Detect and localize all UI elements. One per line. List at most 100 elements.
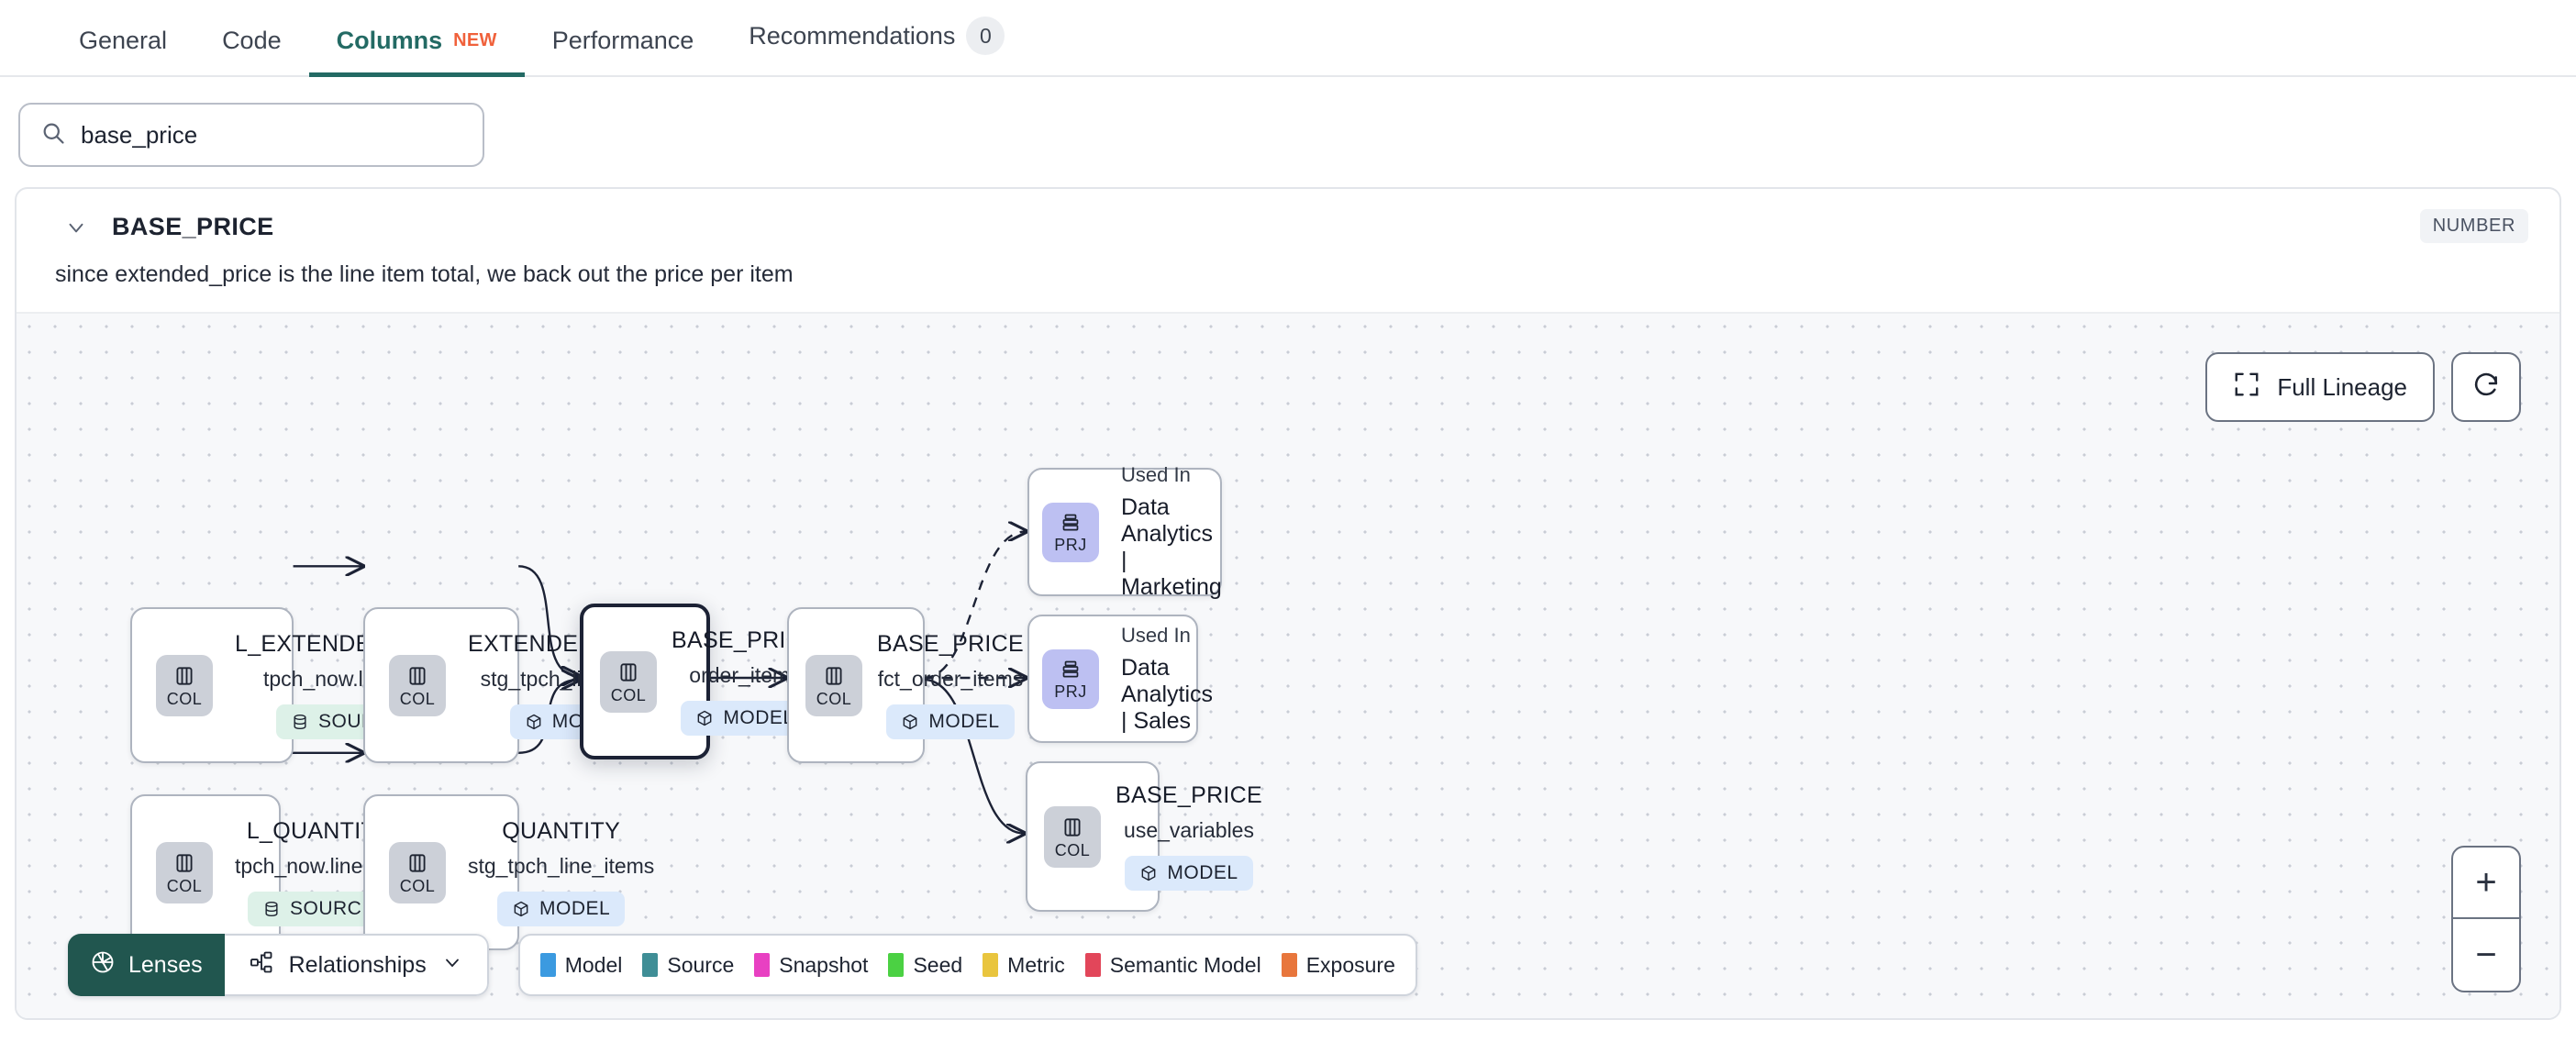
search-icon xyxy=(40,120,66,150)
lineage-node-base-price-fct-order-items[interactable]: COL BASE_PRICE fct_order_items MODEL xyxy=(787,607,1024,763)
relationships-icon xyxy=(249,949,274,981)
column-icon xyxy=(1064,817,1081,837)
legend-item-seed: Seed xyxy=(888,953,962,978)
recommendations-count: 0 xyxy=(966,17,1005,55)
node-kind: PRJ xyxy=(1054,682,1087,701)
used-in-label: Used In xyxy=(1121,623,1191,647)
expand-icon xyxy=(2233,371,2260,405)
legend-item-model: Model xyxy=(539,953,622,978)
refresh-button[interactable] xyxy=(2451,352,2521,422)
node-subtitle: order_items xyxy=(689,663,801,687)
tab-label: Columns xyxy=(336,27,443,54)
refresh-icon xyxy=(2471,371,2501,405)
lineage-node-base-price-order-items[interactable]: COL BASE_PRICE order_items MODEL xyxy=(580,604,818,759)
full-lineage-label: Full Lineage xyxy=(2277,372,2407,401)
col-badge: COL xyxy=(389,654,446,716)
node-text: Used In Data Analytics | Sales xyxy=(1121,624,1213,735)
cube-icon xyxy=(527,714,541,730)
node-text: BASE_PRICE fct_order_items MODEL xyxy=(877,631,1024,739)
lineage-node-project-sales[interactable]: PRJ Used In Data Analytics | Sales xyxy=(1027,615,1213,743)
node-kind: COL xyxy=(399,876,436,895)
legend-label: Semantic Model xyxy=(1109,952,1261,977)
tab-label: Code xyxy=(222,27,282,54)
chevron-down-icon[interactable] xyxy=(64,216,88,239)
lenses-button[interactable]: Lenses xyxy=(68,934,225,996)
column-type-badge: NUMBER xyxy=(2419,209,2528,243)
zoom-in-button[interactable]: + xyxy=(2453,848,2519,919)
legend-label: Metric xyxy=(1007,952,1065,977)
node-kind: COL xyxy=(166,689,203,708)
legend-item-metric: Metric xyxy=(983,953,1065,978)
col-badge: COL xyxy=(805,654,862,716)
tab-columns[interactable]: Columns NEW xyxy=(308,27,525,77)
legend-label: Seed xyxy=(913,952,963,977)
column-icon xyxy=(176,853,193,872)
project-icon xyxy=(1062,660,1079,677)
legend-label: Source xyxy=(667,952,735,977)
node-tag-label: MODEL xyxy=(1167,862,1238,883)
legend-label: Snapshot xyxy=(779,952,869,977)
tab-bar: General Code Columns NEW Performance Rec… xyxy=(0,0,2576,77)
node-type-tag: MODEL xyxy=(1125,856,1253,891)
zoom-controls: + − xyxy=(2451,846,2521,992)
lineage-node-quantity[interactable]: COL QUANTITY stg_tpch_line_items MODEL xyxy=(363,794,654,950)
search-value: base_price xyxy=(81,120,198,149)
node-kind: PRJ xyxy=(1054,535,1087,554)
lineage-node-extended-price[interactable]: COL EXTENDED_PRICE stg_tpch_line_items M… xyxy=(363,607,679,763)
relationships-label: Relationships xyxy=(288,951,427,978)
database-icon xyxy=(294,714,306,730)
lineage-canvas[interactable]: COL L_EXTENDEDPRICE tpch_now.lineitem SO… xyxy=(17,312,2559,1018)
legend-item-semantic-model: Semantic Model xyxy=(1084,952,1261,978)
prj-badge: PRJ xyxy=(1042,648,1099,709)
tab-label: Performance xyxy=(551,27,694,54)
column-header[interactable]: BASE_PRICE NUMBER xyxy=(17,189,2559,243)
tab-performance[interactable]: Performance xyxy=(525,27,722,75)
node-tag-label: MODEL xyxy=(928,711,1000,732)
node-tag-label: SOURCE xyxy=(289,898,375,919)
tab-recommendations[interactable]: Recommendations 0 xyxy=(721,17,1032,75)
legend-swatch xyxy=(888,953,905,977)
tab-general[interactable]: General xyxy=(51,27,194,75)
legend-swatch xyxy=(1084,953,1101,977)
node-text: BASE_PRICE use_variables MODEL xyxy=(1116,782,1262,891)
tab-label: Recommendations xyxy=(749,21,956,50)
project-name: Data Analytics | Marketing xyxy=(1121,494,1222,600)
column-icon xyxy=(409,666,426,685)
column-icon xyxy=(176,666,193,685)
node-subtitle: stg_tpch_line_items xyxy=(468,854,655,878)
lineage-node-base-price-use-variables[interactable]: COL BASE_PRICE use_variables MODEL xyxy=(1026,761,1262,912)
search-row: base_price xyxy=(0,77,2576,187)
search-input[interactable]: base_price xyxy=(18,103,484,167)
lens-group: Lenses Relationships xyxy=(68,934,489,996)
tab-label: General xyxy=(79,27,168,54)
col-badge: COL xyxy=(389,841,446,903)
lineage-node-l-extendedprice[interactable]: COL L_EXTENDEDPRICE tpch_now.lineitem SO… xyxy=(130,607,460,763)
column-icon xyxy=(826,666,842,685)
node-title: QUANTITY xyxy=(502,818,621,844)
column-card: BASE_PRICE NUMBER since extended_price i… xyxy=(15,187,2561,1020)
aperture-icon xyxy=(90,949,116,981)
tab-code[interactable]: Code xyxy=(194,27,309,75)
node-subtitle: use_variables xyxy=(1124,818,1254,842)
new-badge: NEW xyxy=(453,30,497,50)
project-icon xyxy=(1062,514,1079,530)
node-subtitle: fct_order_items xyxy=(877,667,1024,691)
chevron-down-icon[interactable] xyxy=(441,951,463,980)
cube-icon xyxy=(514,901,528,917)
legend-swatch xyxy=(539,953,556,977)
zoom-out-button[interactable]: − xyxy=(2475,934,2497,975)
legend-swatch xyxy=(642,953,659,977)
node-kind: COL xyxy=(816,689,852,708)
relationships-button[interactable]: Relationships xyxy=(224,934,489,996)
lineage-bottom-bar: Lenses Relationships xyxy=(68,934,1417,996)
lineage-node-l-quantity[interactable]: COL L_QUANTITY tpch_now.lineitem SOURCE xyxy=(130,794,403,950)
prj-badge: PRJ xyxy=(1042,502,1099,562)
col-badge: COL xyxy=(156,654,213,716)
legend-label: Exposure xyxy=(1305,952,1395,977)
database-icon xyxy=(265,901,278,917)
project-name: Data Analytics | Sales xyxy=(1121,654,1214,734)
lineage-node-project-marketing[interactable]: PRJ Used In Data Analytics | Marketing xyxy=(1027,463,1222,600)
col-badge: COL xyxy=(600,650,657,713)
node-tag-label: MODEL xyxy=(723,707,794,728)
full-lineage-button[interactable]: Full Lineage xyxy=(2205,352,2435,422)
